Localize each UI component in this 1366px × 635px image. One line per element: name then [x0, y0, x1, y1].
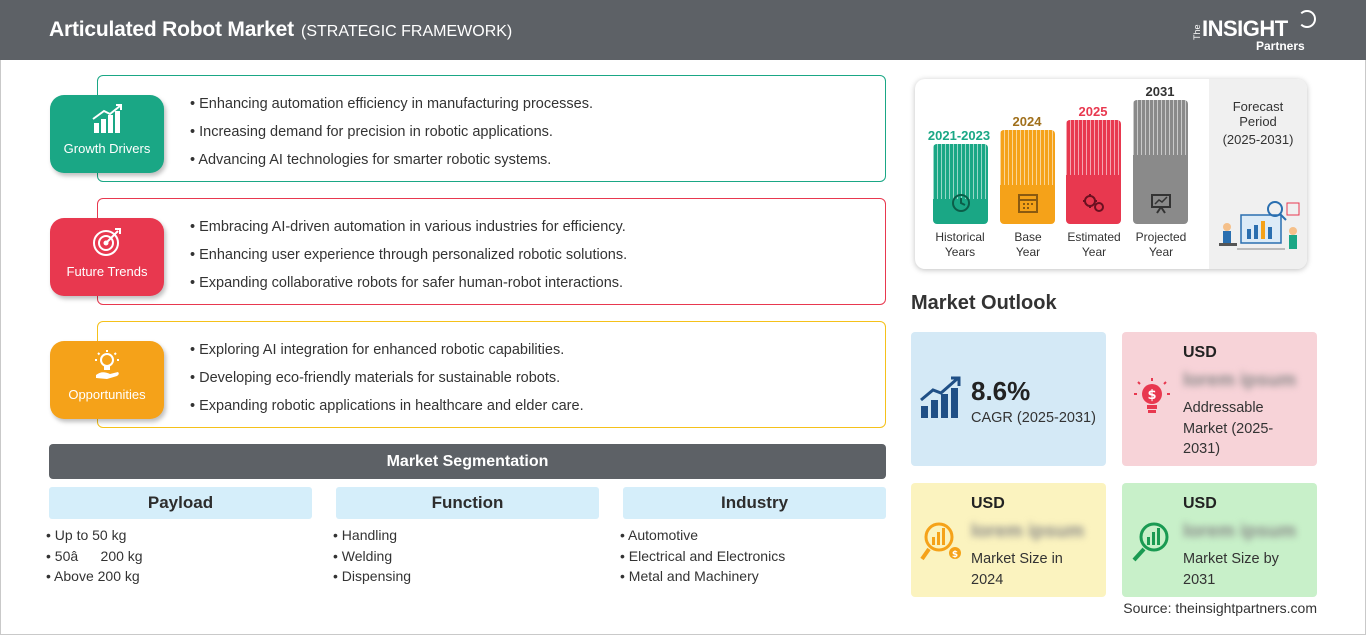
- page-title: Articulated Robot Market: [49, 18, 294, 41]
- addressable-currency: USD: [1183, 344, 1217, 361]
- logo-arc-icon: [1298, 10, 1316, 28]
- opportunities-box: Exploring AI integration for enhanced ro…: [97, 321, 886, 428]
- list-item: Embracing AI-driven automation in variou…: [190, 218, 627, 246]
- segment-function: Function Handling Welding Dispensing: [336, 487, 599, 587]
- opportunities-list: Exploring AI integration for enhanced ro…: [190, 341, 584, 425]
- forecast-range: (2025-2031): [1222, 132, 1294, 147]
- list-item: Welding: [333, 546, 599, 567]
- segment-industry: Industry Automotive Electrical and Elect…: [623, 487, 886, 587]
- segment-heading: Industry: [623, 487, 886, 519]
- growth-drivers-list: Enhancing automation efficiency in manuf…: [190, 95, 593, 179]
- list-item: Expanding robotic applications in health…: [190, 397, 584, 425]
- list-item: 50â200 kg: [46, 546, 312, 567]
- page-subtitle: (STRATEGIC FRAMEWORK): [301, 23, 513, 40]
- list-item: Automotive: [620, 525, 886, 546]
- list-item: Enhancing automation efficiency in manuf…: [190, 95, 593, 123]
- future-trends-box: Embracing AI-driven automation in variou…: [97, 198, 886, 305]
- list-item: Electrical and Electronics: [620, 546, 886, 567]
- bar-historical: [933, 144, 988, 224]
- list-item: Expanding collaborative robots for safer…: [190, 274, 627, 302]
- coin-chart-icon: $: [920, 522, 961, 561]
- cagr-card: 8.6% CAGR (2025-2031): [911, 332, 1106, 466]
- dollar-bulb-icon: $: [1134, 378, 1170, 413]
- list-item: Exploring AI integration for enhanced ro…: [190, 341, 584, 369]
- opportunities-badge: Opportunities: [50, 341, 164, 419]
- bar-projected: [1133, 100, 1188, 224]
- bar-growth-icon: [920, 376, 961, 418]
- size-2031-value: lorem ipsum: [1183, 521, 1296, 542]
- segment-payload: Payload Up to 50 kg 50â200 kg Above 20…: [49, 487, 312, 587]
- lightbulb-hand-icon: [95, 350, 119, 379]
- segment-heading: Payload: [49, 487, 312, 519]
- history-icon: [952, 194, 970, 212]
- analyst-illustration-icon: [1219, 201, 1300, 250]
- growth-chart-icon: [92, 104, 122, 133]
- insight-partners-logo[interactable]: The INSIGHT Partners: [1190, 8, 1320, 54]
- svg-text:$: $: [952, 550, 958, 560]
- list-item: Advancing AI technologies for smarter ro…: [190, 151, 593, 179]
- opportunities-label: Opportunities: [68, 387, 146, 402]
- list-item: Developing eco-friendly materials for su…: [190, 369, 584, 397]
- cagr-value: 8.6%: [971, 376, 1031, 406]
- size-2031-currency: USD: [1183, 495, 1217, 512]
- future-trends-list: Embracing AI-driven automation in variou…: [190, 218, 627, 302]
- list-item: Increasing demand for precision in robot…: [190, 123, 593, 151]
- list-item: Handling: [333, 525, 599, 546]
- growth-drivers-label: Growth Drivers: [63, 141, 151, 156]
- gears-icon: [1083, 194, 1104, 212]
- list-item: Up to 50 kg: [46, 525, 312, 546]
- timeline-year-base: 2024: [1012, 114, 1042, 129]
- header-bar: Articulated Robot Market (STRATEGIC FRAM…: [0, 0, 1366, 60]
- list-item: Metal and Machinery: [620, 566, 886, 587]
- cagr-label: CAGR (2025-2031): [971, 410, 1096, 426]
- source-note[interactable]: Source: theinsightpartners.com: [1123, 600, 1317, 616]
- timeline-year-historical: 2021-2023: [927, 128, 991, 143]
- calendar-icon: [1018, 194, 1038, 213]
- target-icon: [93, 228, 121, 256]
- list-item: Dispensing: [333, 566, 599, 587]
- addressable-value: lorem ipsum: [1183, 370, 1296, 391]
- bar-estimated: [1066, 120, 1121, 224]
- future-trends-badge: Future Trends: [50, 218, 164, 296]
- market-outlook-title: Market Outlook: [911, 292, 1057, 314]
- list-item: Enhancing user experience through person…: [190, 246, 627, 274]
- future-trends-label: Future Trends: [66, 264, 148, 279]
- presentation-icon: [1151, 194, 1171, 214]
- market-segmentation-header: Market Segmentation: [49, 444, 886, 479]
- list-item: Above 200 kg: [46, 566, 312, 587]
- size-2024-currency: USD: [971, 495, 1005, 512]
- growth-drivers-box: Enhancing automation efficiency in manuf…: [97, 75, 886, 182]
- timeline-year-estimated: 2025: [1078, 104, 1108, 119]
- svg-text:$: $: [1147, 388, 1156, 403]
- timeline-year-projected: 2031: [1145, 84, 1175, 99]
- magnifier-chart-icon: [1132, 522, 1169, 562]
- size-2024-value: lorem ipsum: [971, 521, 1084, 542]
- segment-heading: Function: [336, 487, 599, 519]
- growth-drivers-badge: Growth Drivers: [50, 95, 164, 173]
